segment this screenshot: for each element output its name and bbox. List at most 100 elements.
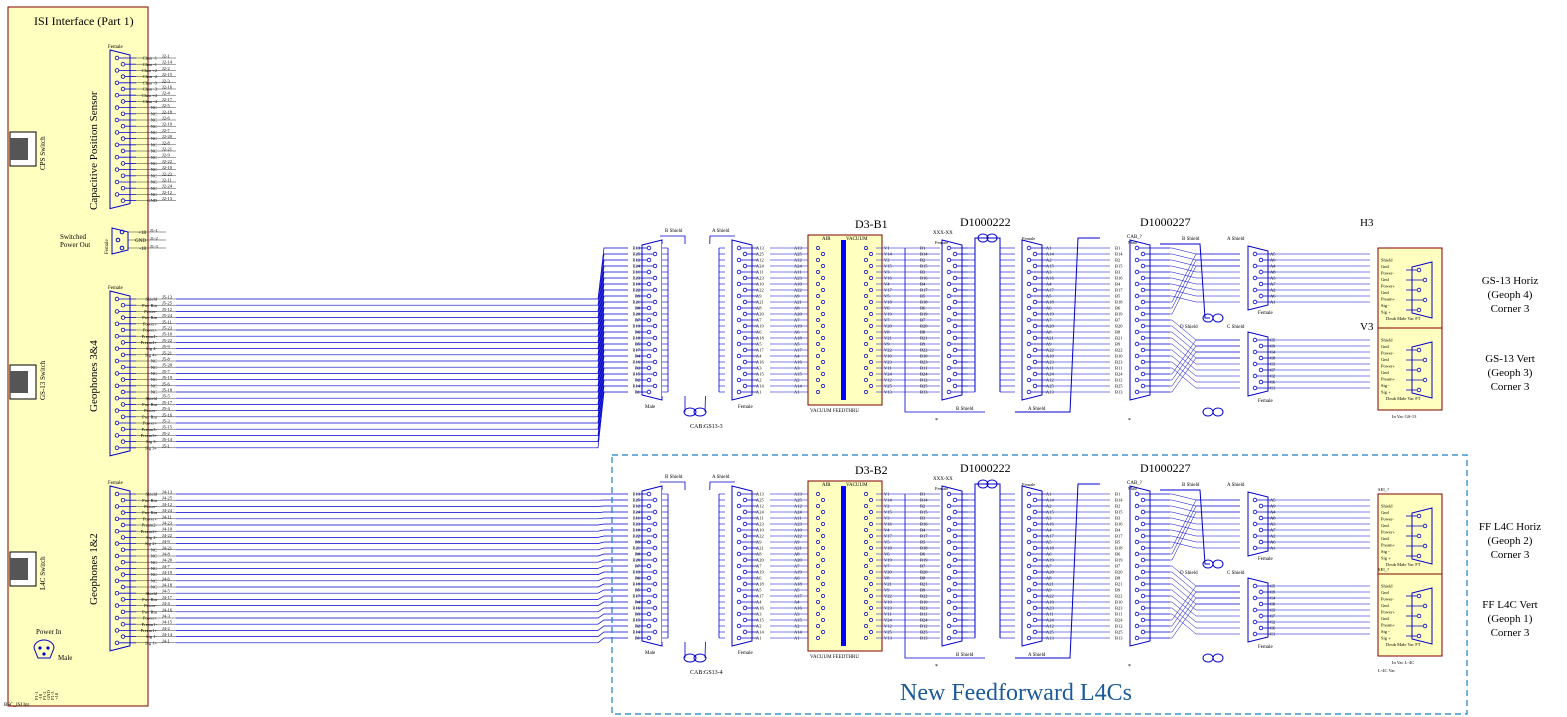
cps-pin-id: J2-4 [162, 91, 170, 96]
bottom-d100b-label: D1000227 [1140, 461, 1191, 475]
bottom-d1-pin: B20 [920, 570, 928, 575]
bottom-a-female: Female [738, 651, 753, 656]
top-d1-pin: B19 [920, 312, 928, 317]
top-v-sensor-pin: Sig - [1381, 383, 1390, 388]
top-d1-pin: B7 [920, 318, 926, 323]
top-b-pin: B12 [632, 258, 640, 263]
cps-pin-id: J2-11 [162, 178, 172, 183]
l4c-bus-wire [176, 511, 628, 513]
bottom-b-pin: B22 [632, 534, 640, 539]
bottom-h-sensor-pin: Gnd [1381, 510, 1389, 515]
bottom-d1-pin: B21 [920, 582, 928, 587]
top-b-pin: B19 [632, 324, 640, 329]
bottom-b-pin: B8 [635, 552, 641, 557]
top-a-pin: A2 [756, 378, 762, 383]
l4c-pin-id: J4-21 [162, 545, 172, 550]
top-d3-pin: B13 [1115, 390, 1123, 395]
gs13-bus-wire [176, 391, 628, 449]
top-d3-pin: B11 [1115, 366, 1122, 371]
bottom-h-sensor-pin: Sig + [1381, 556, 1391, 561]
top-a-pin: A11 [756, 270, 764, 275]
gs13-bus-wire [176, 373, 628, 430]
top-a-pin: A19 [756, 324, 764, 329]
top-a-pin: A18 [756, 336, 764, 341]
l4c-bus-wire [176, 535, 628, 538]
cps-pin-id: J2-1 [162, 54, 170, 59]
cps-pin-id: J2-5 [162, 103, 170, 108]
l4c-pin-id: J4-10 [162, 527, 173, 532]
bottom-d3-pin: B8 [1115, 576, 1121, 581]
cps-pin-id: J2-10 [162, 165, 173, 170]
gs13-bus-wire [176, 367, 628, 424]
bottom-d100a-label: D1000222 [960, 461, 1011, 475]
bottom-h-pin: A2 [1270, 534, 1276, 539]
top-v-sensor-bottom: In Vac GS-13 [1392, 414, 1417, 419]
bottom-cable-ring [693, 653, 707, 663]
bottom-a-pin: A7 [756, 564, 762, 569]
top-d1-pin: B22 [920, 348, 928, 353]
top-d1-connector [941, 239, 968, 401]
top-b-pin: B23 [632, 276, 640, 281]
bottom-b-pin: B3 [635, 612, 641, 617]
bottom-d1-bshield: B Shield [956, 653, 974, 658]
top-d3-pin: B20 [1115, 324, 1123, 329]
top-h-pin: A2 [1270, 288, 1276, 293]
bottom-a-pin: A15 [756, 618, 764, 623]
top-b-pin: B1 [635, 390, 640, 395]
gs13-pin-id: J5-15 [162, 425, 173, 430]
bottom-v-pin: C3 [1270, 608, 1276, 613]
top-d3-star: * [1128, 418, 1131, 424]
bottom-a-connector [731, 485, 758, 647]
bottom-a-pin: A11 [756, 516, 764, 521]
top-xxx: XXX-XX [933, 231, 953, 236]
bottom-d3-pin: B17 [1115, 534, 1123, 539]
l4c-pin-id: J4-8 [162, 552, 170, 557]
cps-pin-id: J2-16 [162, 85, 173, 90]
top-a-pin: A9 [756, 294, 762, 299]
cps-pin-id: J2-9 [162, 153, 170, 158]
bottom-d3-connector [1129, 485, 1156, 647]
l4c-bus-wire [176, 619, 628, 625]
bottom-d1-pin: B16 [920, 522, 928, 527]
l4c-pin-id: J4-4 [162, 601, 170, 606]
top-v-sensor-pin: Power- [1381, 351, 1394, 356]
top-d1-pin: B14 [920, 252, 928, 257]
bottom-v-pin: C4 [1270, 596, 1276, 601]
top-h-sensor-pin: Gnd [1381, 277, 1389, 282]
l4c-pin-id: J4-17 [162, 595, 173, 600]
bottom-a-pin: A21 [756, 546, 764, 551]
top-b-pin: B16 [632, 360, 640, 365]
gs13-bus-wire [176, 283, 628, 337]
gs13-pin-id: J5-17 [162, 400, 173, 405]
top-split-dshield: D Shield [1180, 325, 1198, 330]
gs13-bus-wire [176, 271, 628, 325]
gs13-bus-wire [176, 289, 628, 343]
cps-pin-id: J2-19 [162, 122, 173, 127]
isi-interface-panel [7, 6, 149, 707]
cps-switch-label: CPS Switch [39, 136, 47, 170]
l4c-bus-wire [176, 541, 628, 544]
top-v-pin: C9 [1270, 344, 1276, 349]
top-h-pin: A9 [1270, 258, 1276, 263]
top-d3-pin: B17 [1115, 288, 1123, 293]
l4c-bus-wire [176, 631, 628, 637]
bottom-a-pin: A4 [756, 600, 762, 605]
bottom-d1-connector [941, 485, 968, 647]
power-out-pin-label: GND [135, 239, 146, 244]
gs13-pin-id: J5-10 [162, 332, 173, 337]
cps-pin-id: J2-3 [162, 78, 170, 83]
l4c-bus-wire [176, 565, 628, 569]
bottom-d3-pin: B11 [1115, 612, 1122, 617]
bottom-d3-label: D3-B2 [855, 463, 888, 477]
bottom-d3-star: * [1128, 664, 1131, 670]
bottom-d3-pin: B7 [1115, 564, 1121, 569]
bottom-d3-pin: B1 [1115, 492, 1120, 497]
gs13-pin-id: J5-22 [162, 338, 172, 343]
top-v-pin: C2 [1270, 374, 1275, 379]
geophones-12-label: Geophones 1&2 [88, 533, 100, 605]
cps-pin-id: J2-13 [162, 196, 173, 201]
bottom-a-pin: A16 [756, 606, 764, 611]
cps-pin-id: J2-7 [162, 128, 170, 133]
top-v-sensor-box [1377, 327, 1443, 411]
power-in-pin-label: +18 [54, 692, 59, 700]
